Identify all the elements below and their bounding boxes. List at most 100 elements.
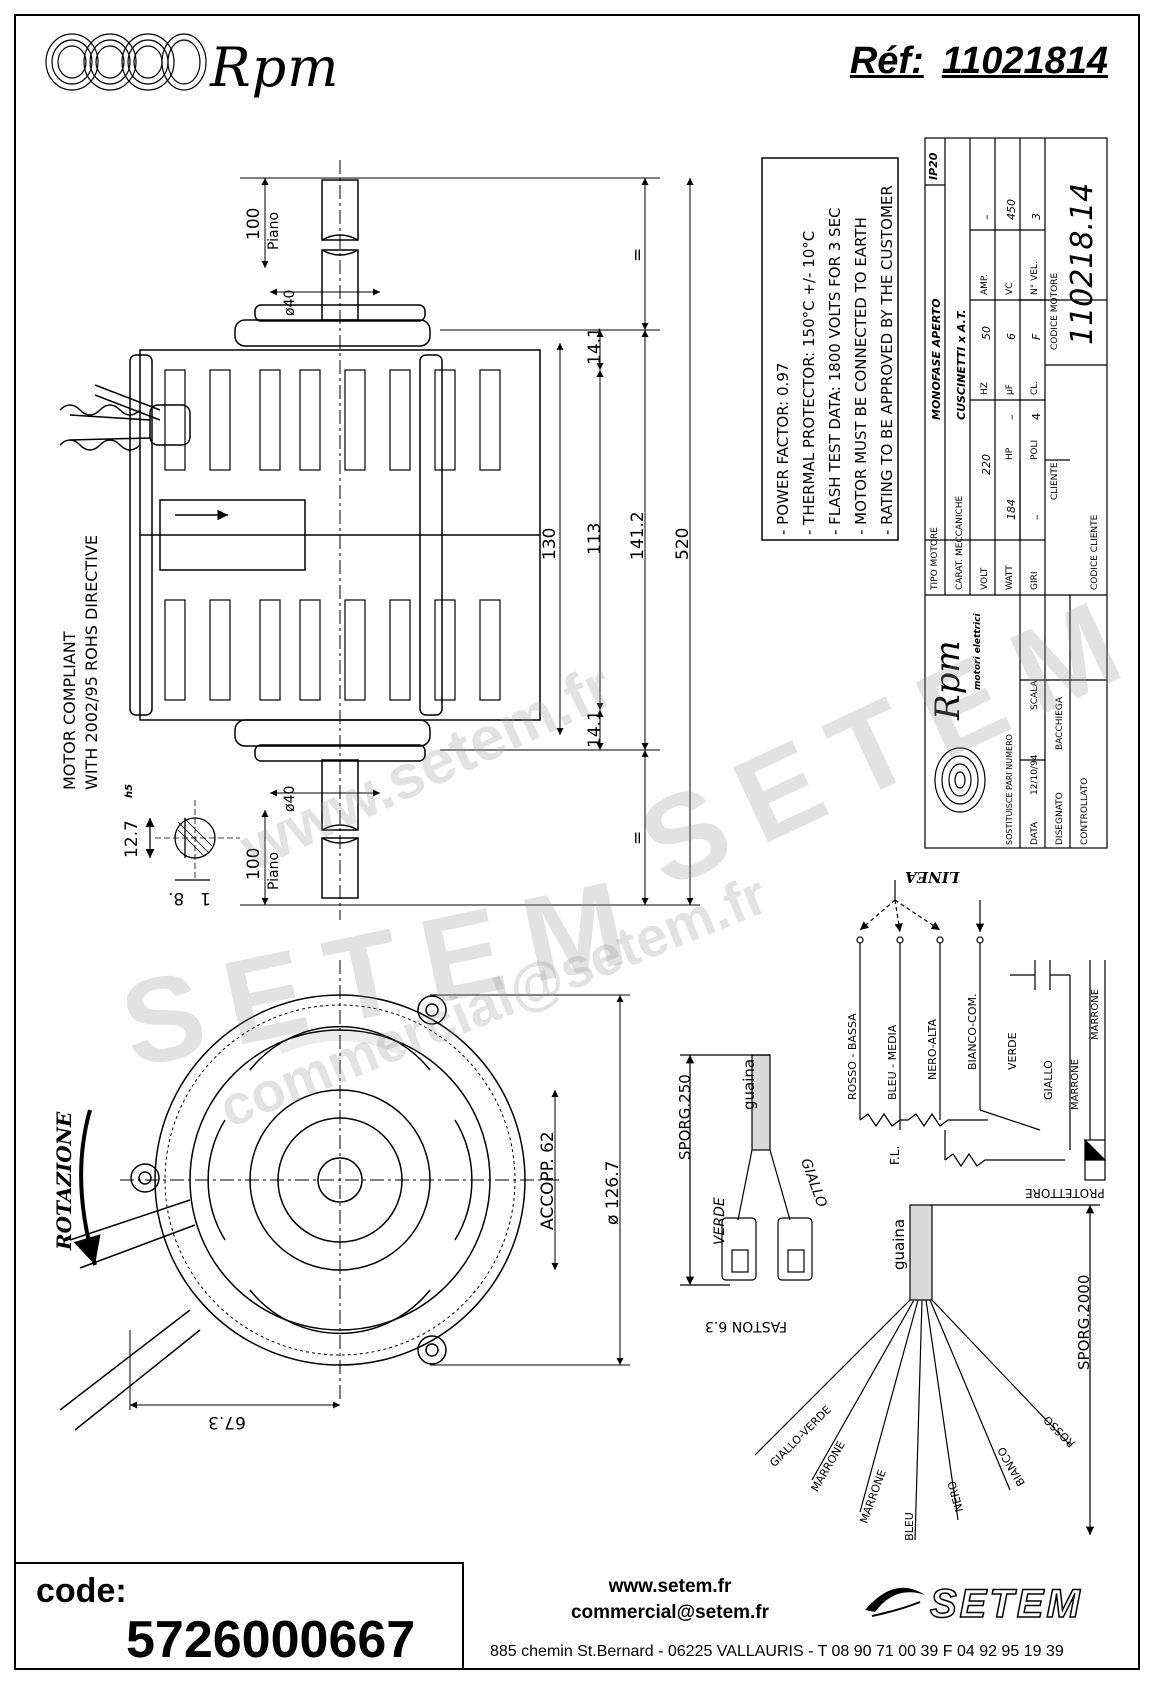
tb-amp: – <box>980 214 993 221</box>
tb-disegnato-label: DISEGNATO <box>1055 792 1065 845</box>
motor-side-view <box>59 160 541 920</box>
wire-rosso-bassa: ROSSO - BASSA <box>846 1013 859 1100</box>
code-box: code: 5726000667 <box>14 1562 464 1670</box>
dim-shaft-tolerance: h5 <box>124 783 135 798</box>
setem-swoosh-icon <box>865 1587 925 1617</box>
dim-shaft-dia: 12.7 <box>122 820 142 858</box>
tb-giri-label: GIRI <box>1030 571 1040 590</box>
tb-cliente-label: CLIENTE <box>1050 462 1060 500</box>
tb-poli-label: POLI <box>1030 439 1040 460</box>
compliance-line1: MOTOR COMPLIANT <box>60 631 79 790</box>
small-cable-diagram <box>680 1054 813 1286</box>
wire-marrone-1: MARRONE <box>1070 1058 1081 1110</box>
tb-codice-motore: 110218.14 <box>1065 182 1100 345</box>
tb-uf: 6 <box>1005 333 1018 340</box>
tb-nvel: 3 <box>1030 213 1043 220</box>
dim-14-1-top: 14.1 <box>585 327 605 365</box>
rotation-arrow <box>73 1109 101 1266</box>
wire-bianco-com: BIANCO-COM. <box>966 993 979 1070</box>
tb-sostituisce-label: SOSTITUISCE PARI NUMERO <box>1005 734 1014 845</box>
dim-diameter: ø 126.7 <box>603 1160 623 1225</box>
wire-nero-alta: NERO-ALTA <box>926 1018 939 1080</box>
wire-giallo: GIALLO <box>1042 1060 1055 1100</box>
dim-dia40-top: ø40 <box>282 289 298 316</box>
tb-amp-label: AMP. <box>980 274 990 295</box>
large-wire-bleu: BLEU <box>902 1512 916 1541</box>
tb-codice-cliente-label: CODICE CLIENTE <box>1090 514 1100 590</box>
tb-giri: – <box>1030 514 1043 521</box>
drawing-frame <box>14 14 1140 1670</box>
dim-520: 520 <box>673 527 693 560</box>
tb-cl: F <box>1030 333 1043 340</box>
label-piano-top: Piano <box>266 211 282 250</box>
large-sporg: SPORG.2000 <box>1075 1274 1093 1370</box>
code-label: code: <box>36 1572 127 1610</box>
tb-ip: IP20 <box>927 152 940 180</box>
rotation-label: ROTAZIONE <box>52 1111 76 1250</box>
tb-caratt: CUSCINETTI x A.T. <box>955 309 968 420</box>
tb-scala-label: SCALA <box>1030 680 1040 710</box>
tb-volt-label: VOLT <box>980 567 990 590</box>
dim-14-1-bottom: 14.1 <box>585 710 605 748</box>
tb-hp: – <box>1005 414 1018 421</box>
note-power-factor: - POWER FACTOR: 0.97 <box>774 362 792 535</box>
note-earth: - MOTOR MUST BE CONNECTED TO EARTH <box>852 217 870 535</box>
tb-cl-label: CL. <box>1030 380 1040 395</box>
label-protettore: PROTETTORE <box>1025 1186 1105 1200</box>
tb-rpm: Rpm <box>928 640 968 720</box>
label-linea: LINEA <box>905 868 960 886</box>
tb-caratt-label: CARAT. MECCANICHE <box>955 495 965 590</box>
compliance-line2: WITH 2002/95 ROHS DIRECTIVE <box>82 535 101 790</box>
setem-logo: SETEM <box>929 1581 1083 1627</box>
dim-shaft-top: 100 <box>244 207 264 240</box>
tb-disegnato: BACCHIEGA <box>1055 697 1065 750</box>
tb-watt: 184 <box>1005 499 1018 520</box>
label-fl: F.L. <box>888 1145 902 1165</box>
reference: Réf: 11021814 <box>850 40 1108 83</box>
tb-controllato-label: CONTROLLATO <box>1080 777 1090 845</box>
dim-equal-bottom: = <box>628 830 648 845</box>
address: 885 chemin St.Bernard - 06225 VALLAURIS … <box>490 1643 1064 1660</box>
tb-hp-label: HP <box>1005 447 1015 460</box>
dim-130: 130 <box>540 527 560 560</box>
notes-box <box>761 157 899 541</box>
dim-67-3: 67.3 <box>208 1412 246 1432</box>
tb-tipo: MONOFASE APERTO <box>930 298 943 420</box>
large-guaina: guaina <box>890 1218 908 1270</box>
front-dimension-lines <box>129 994 630 1410</box>
dim-141-2: 141.2 <box>628 511 648 560</box>
tb-watt-label: WATT <box>1005 565 1015 590</box>
label-piano-bottom: Piano <box>266 851 282 890</box>
ref-label: Réf: <box>849 40 924 82</box>
title-block-lines <box>924 137 1108 849</box>
side-dimension-lines <box>240 177 700 906</box>
brand-logo: Rpm <box>210 36 340 99</box>
small-sporg: SPORG.250 <box>676 1074 694 1160</box>
contact-block: www.setem.fr commercial@setem.fr <box>500 1574 840 1626</box>
rpm-coil-logo <box>45 33 207 91</box>
dim-flat-1: 1 <box>200 888 211 908</box>
dim-shaft-bottom: 100 <box>244 847 264 880</box>
tb-hz: 50 <box>980 326 993 340</box>
tb-vc: 450 <box>1005 199 1018 220</box>
wire-marrone-2: MARRONE <box>1090 988 1101 1040</box>
tb-hz-label: HZ <box>980 382 990 395</box>
wire-verde: VERDE <box>1006 1032 1019 1070</box>
code-value: 5726000667 <box>126 1611 416 1669</box>
ref-value: 11021814 <box>941 40 1108 82</box>
tb-uf-label: μF <box>1005 384 1015 395</box>
dim-113: 113 <box>585 522 605 555</box>
wire-bleu-media: BLEU - MEDIA <box>886 1024 899 1100</box>
website-link[interactable]: www.setem.fr <box>608 1576 732 1597</box>
dim-accopp: ACCOPP. 62 <box>538 1131 558 1230</box>
tb-rpm-sub: motori elettrici <box>973 613 983 690</box>
tb-poli: 4 <box>1030 413 1043 420</box>
large-cable-diagram <box>754 1204 1100 1541</box>
tb-nvel-label: N° VEL. <box>1030 261 1040 295</box>
small-verde: VERDE <box>712 1197 728 1245</box>
email-link[interactable]: commercial@setem.fr <box>570 1602 770 1623</box>
dim-dia40-bottom: ø40 <box>282 785 298 812</box>
note-rating: - RATING TO BE APPROVED BY THE CUSTOMER <box>878 185 896 535</box>
tb-volt: 220 <box>980 454 993 475</box>
